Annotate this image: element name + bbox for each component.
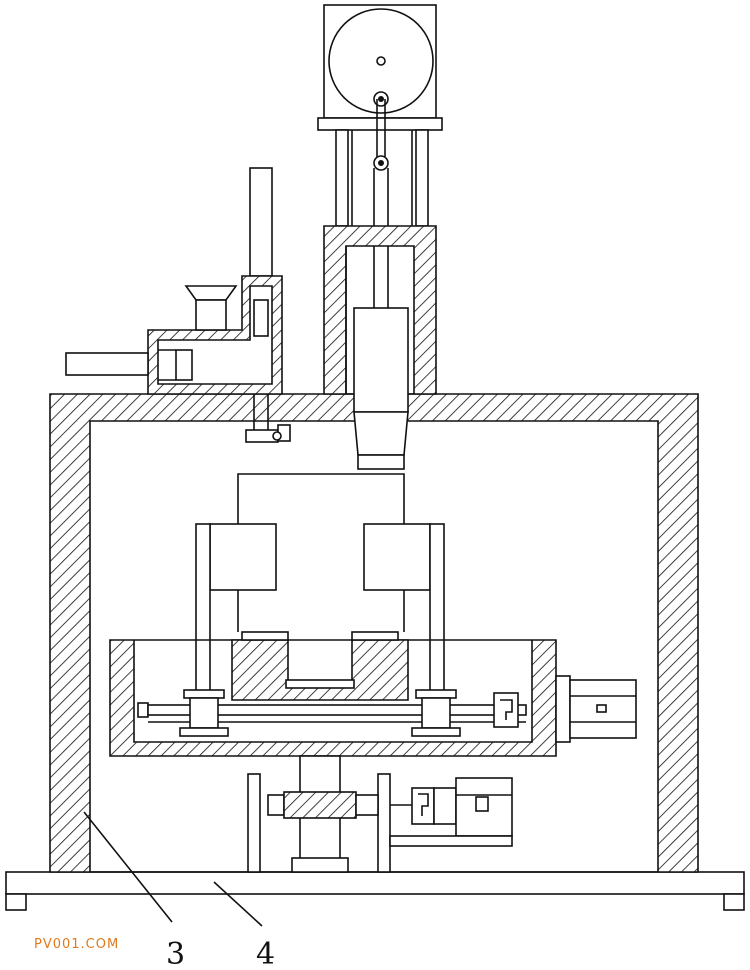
- head-frame: [195, 473, 445, 693]
- guide-column-right: [415, 129, 429, 227]
- lead-screw: [147, 704, 527, 716]
- main-housing: [49, 393, 699, 873]
- side-motor: [555, 675, 637, 743]
- mold-box: [109, 631, 557, 757]
- base-plate: [5, 871, 745, 911]
- feed-column: [249, 167, 273, 277]
- mold-cavity: [231, 639, 409, 701]
- hopper: [184, 285, 238, 301]
- worm-gear: [283, 791, 357, 819]
- press-ram: [353, 307, 409, 413]
- callout-label-3: 3: [166, 937, 185, 970]
- press-head-left: [209, 523, 277, 591]
- press-cylinder: [323, 225, 437, 470]
- feed-pushrod: [65, 352, 149, 376]
- lift-mechanism: [247, 755, 513, 873]
- feeding-mechanism: [65, 167, 291, 443]
- callout-leaders: [83, 811, 263, 927]
- watermark-text: PV001.COM: [34, 937, 119, 952]
- mounting-plate: [317, 117, 443, 131]
- press-head-right: [363, 523, 431, 591]
- callout-label-4: 4: [256, 937, 275, 970]
- guide-column-left: [335, 129, 349, 227]
